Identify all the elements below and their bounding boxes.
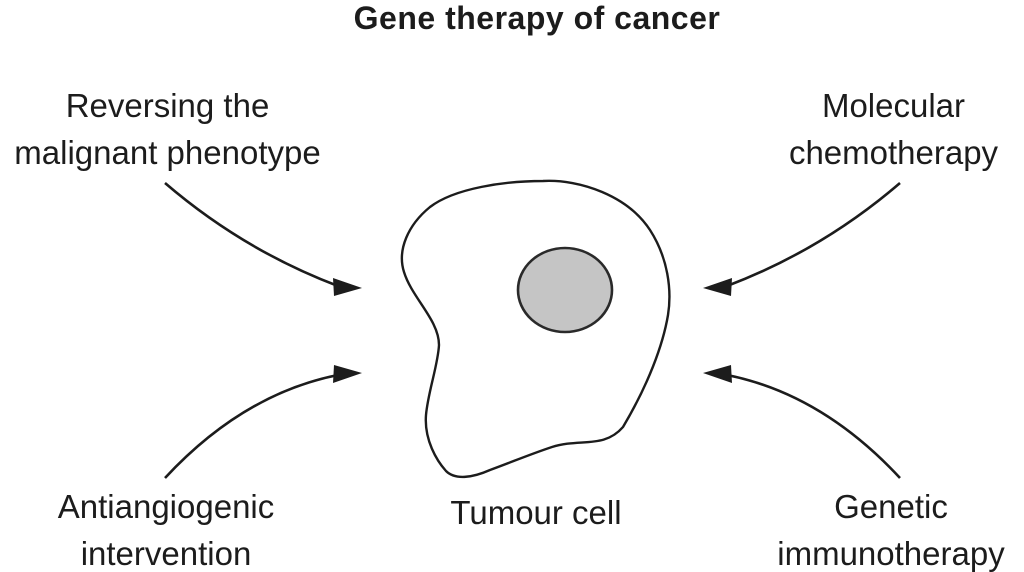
arrow-bottom-left-head — [333, 365, 362, 383]
arrow-bottom-right-line — [726, 373, 901, 479]
label-top-right-line2: chemotherapy — [788, 134, 999, 171]
label-antiangiogenic-intervention: Antiangiogenic intervention — [8, 483, 324, 572]
label-bottom-left-line1: Antiangiogenic — [57, 488, 275, 525]
label-reversing-malignant-phenotype: Reversing the malignant phenotype — [0, 82, 335, 176]
label-bottom-left-line2: intervention — [80, 535, 252, 572]
diagram-title: Gene therapy of cancer — [353, 0, 721, 36]
label-top-left-line1: Reversing the — [65, 87, 270, 124]
label-bottom-right-line2: immunotherapy — [777, 535, 1005, 572]
arrow-top-left — [164, 182, 362, 296]
tumour-cell-shape — [400, 179, 671, 479]
label-bottom-right-line1: Genetic — [834, 488, 948, 525]
arrow-bottom-left — [164, 365, 362, 479]
arrow-bottom-left-line — [164, 373, 339, 479]
arrow-top-right — [703, 182, 901, 296]
label-tumour-cell: Tumour cell — [450, 494, 622, 531]
arrow-top-left-line — [164, 182, 339, 288]
label-top-right-line1: Molecular — [821, 87, 966, 124]
label-top-left-line2: malignant phenotype — [14, 134, 321, 171]
label-molecular-chemotherapy: Molecular chemotherapy — [763, 82, 1024, 176]
arrow-top-right-head — [703, 278, 732, 296]
cell-nucleus — [516, 246, 614, 334]
arrow-top-left-head — [333, 278, 362, 296]
label-genetic-immunotherapy: Genetic immunotherapy — [758, 483, 1024, 572]
arrow-bottom-right-head — [703, 365, 732, 383]
arrow-bottom-right — [703, 365, 901, 479]
arrow-top-right-line — [726, 182, 901, 288]
